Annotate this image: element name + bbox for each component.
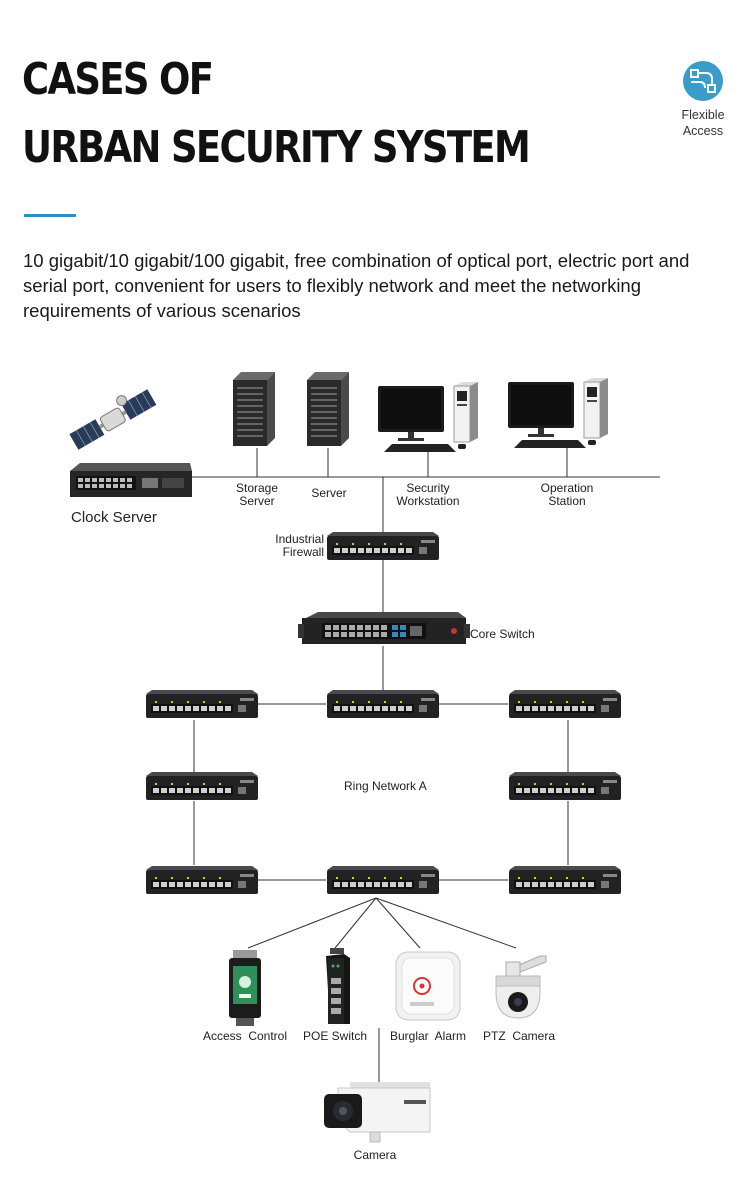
operation-station-label: Operation Station — [540, 481, 594, 508]
bullet-camera-icon — [324, 1082, 431, 1143]
industrial-firewall-label: Industrial Firewall — [275, 532, 324, 559]
operation-station-icon — [507, 377, 609, 449]
access-control-label: Access Control — [202, 1029, 288, 1043]
ptz-dome-camera-icon — [495, 955, 547, 1019]
connection-lines — [190, 448, 660, 1085]
description-text: 10 gigabit/10 gigabit/100 gigabit, free … — [23, 250, 690, 321]
ring-switch-top-center — [327, 690, 439, 718]
storage-server-icon — [232, 371, 276, 447]
ring-switch-bottom-right — [509, 866, 621, 894]
flexible-access-icon — [683, 61, 723, 101]
page-title-line-2: URBAN SECURITY SYSTEM — [22, 122, 531, 173]
satellite-icon — [69, 389, 157, 450]
ptz-camera-label: PTZ Camera — [482, 1029, 555, 1043]
title-accent-bar — [24, 214, 76, 217]
access-control-terminal-icon — [229, 950, 261, 1026]
din-rail-poe-switch-icon — [326, 948, 350, 1024]
ring-switch-top-left — [146, 690, 258, 718]
security-workstation-label: Security Workstation — [396, 481, 460, 508]
storage-server-label: Storage Server — [235, 481, 279, 508]
poe-switch-label: POE Switch — [302, 1029, 368, 1043]
server-icon — [306, 371, 350, 447]
ring-switch-top-right — [509, 690, 621, 718]
clock-server-switch-icon — [70, 463, 192, 497]
ring-switch-bottom-left — [146, 866, 258, 894]
server-label: Server — [311, 486, 347, 500]
security-workstation-icon — [377, 381, 479, 453]
industrial-firewall-icon — [327, 532, 439, 560]
clock-server-label: Clock Server — [71, 509, 157, 526]
page-title-line-1: CASES OF — [22, 54, 214, 105]
core-switch-label: Core Switch — [470, 627, 535, 641]
camera-label: Camera — [353, 1148, 397, 1162]
ring-switch-bottom-center — [327, 866, 439, 894]
ring-switch-mid-left — [146, 772, 258, 800]
burglar-alarm-label: Burglar Alarm — [389, 1029, 467, 1043]
burglar-alarm-icon — [395, 951, 461, 1021]
flexible-access-label: Flexible Access — [681, 108, 725, 138]
core-switch-icon — [298, 612, 470, 644]
ring-switch-mid-right — [509, 772, 621, 800]
ring-network-label: Ring Network A — [344, 779, 427, 793]
